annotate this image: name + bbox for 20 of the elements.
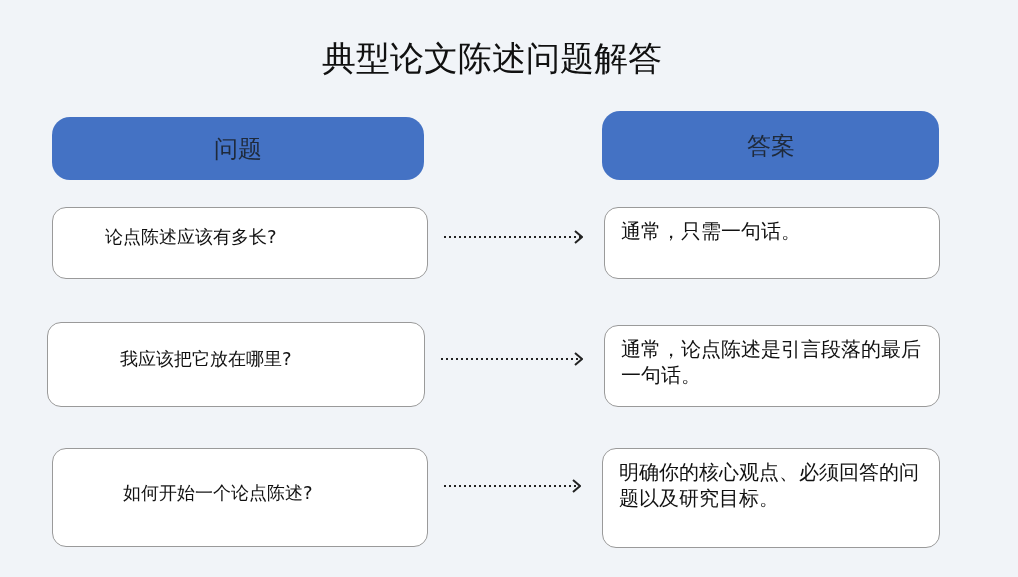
answer-text: 通常，论点陈述是引言段落的最后一句话。 — [621, 336, 922, 388]
answer-box — [604, 325, 940, 407]
question-box — [52, 448, 428, 547]
dotted-arrow — [443, 230, 583, 244]
header-box — [602, 111, 939, 180]
header-box — [52, 117, 424, 180]
question-text: 我应该把它放在哪里? — [120, 347, 292, 371]
answer-text: 明确你的核心观点、必须回答的问题以及研究目标。 — [619, 459, 920, 511]
header-text: 问题 — [214, 133, 262, 165]
answer-box — [604, 207, 940, 279]
answer-text: 通常，只需一句话。 — [621, 218, 802, 244]
title: 典型论文陈述问题解答 — [321, 37, 663, 80]
question-box — [52, 207, 428, 279]
answer-box — [602, 448, 940, 548]
dotted-arrow — [440, 352, 583, 366]
question-text: 论点陈述应该有多长? — [105, 225, 277, 249]
header-text: 答案 — [746, 130, 795, 162]
dotted-arrow — [443, 479, 581, 493]
question-text: 如何开始一个论点陈述? — [123, 481, 313, 505]
question-box — [47, 322, 425, 407]
